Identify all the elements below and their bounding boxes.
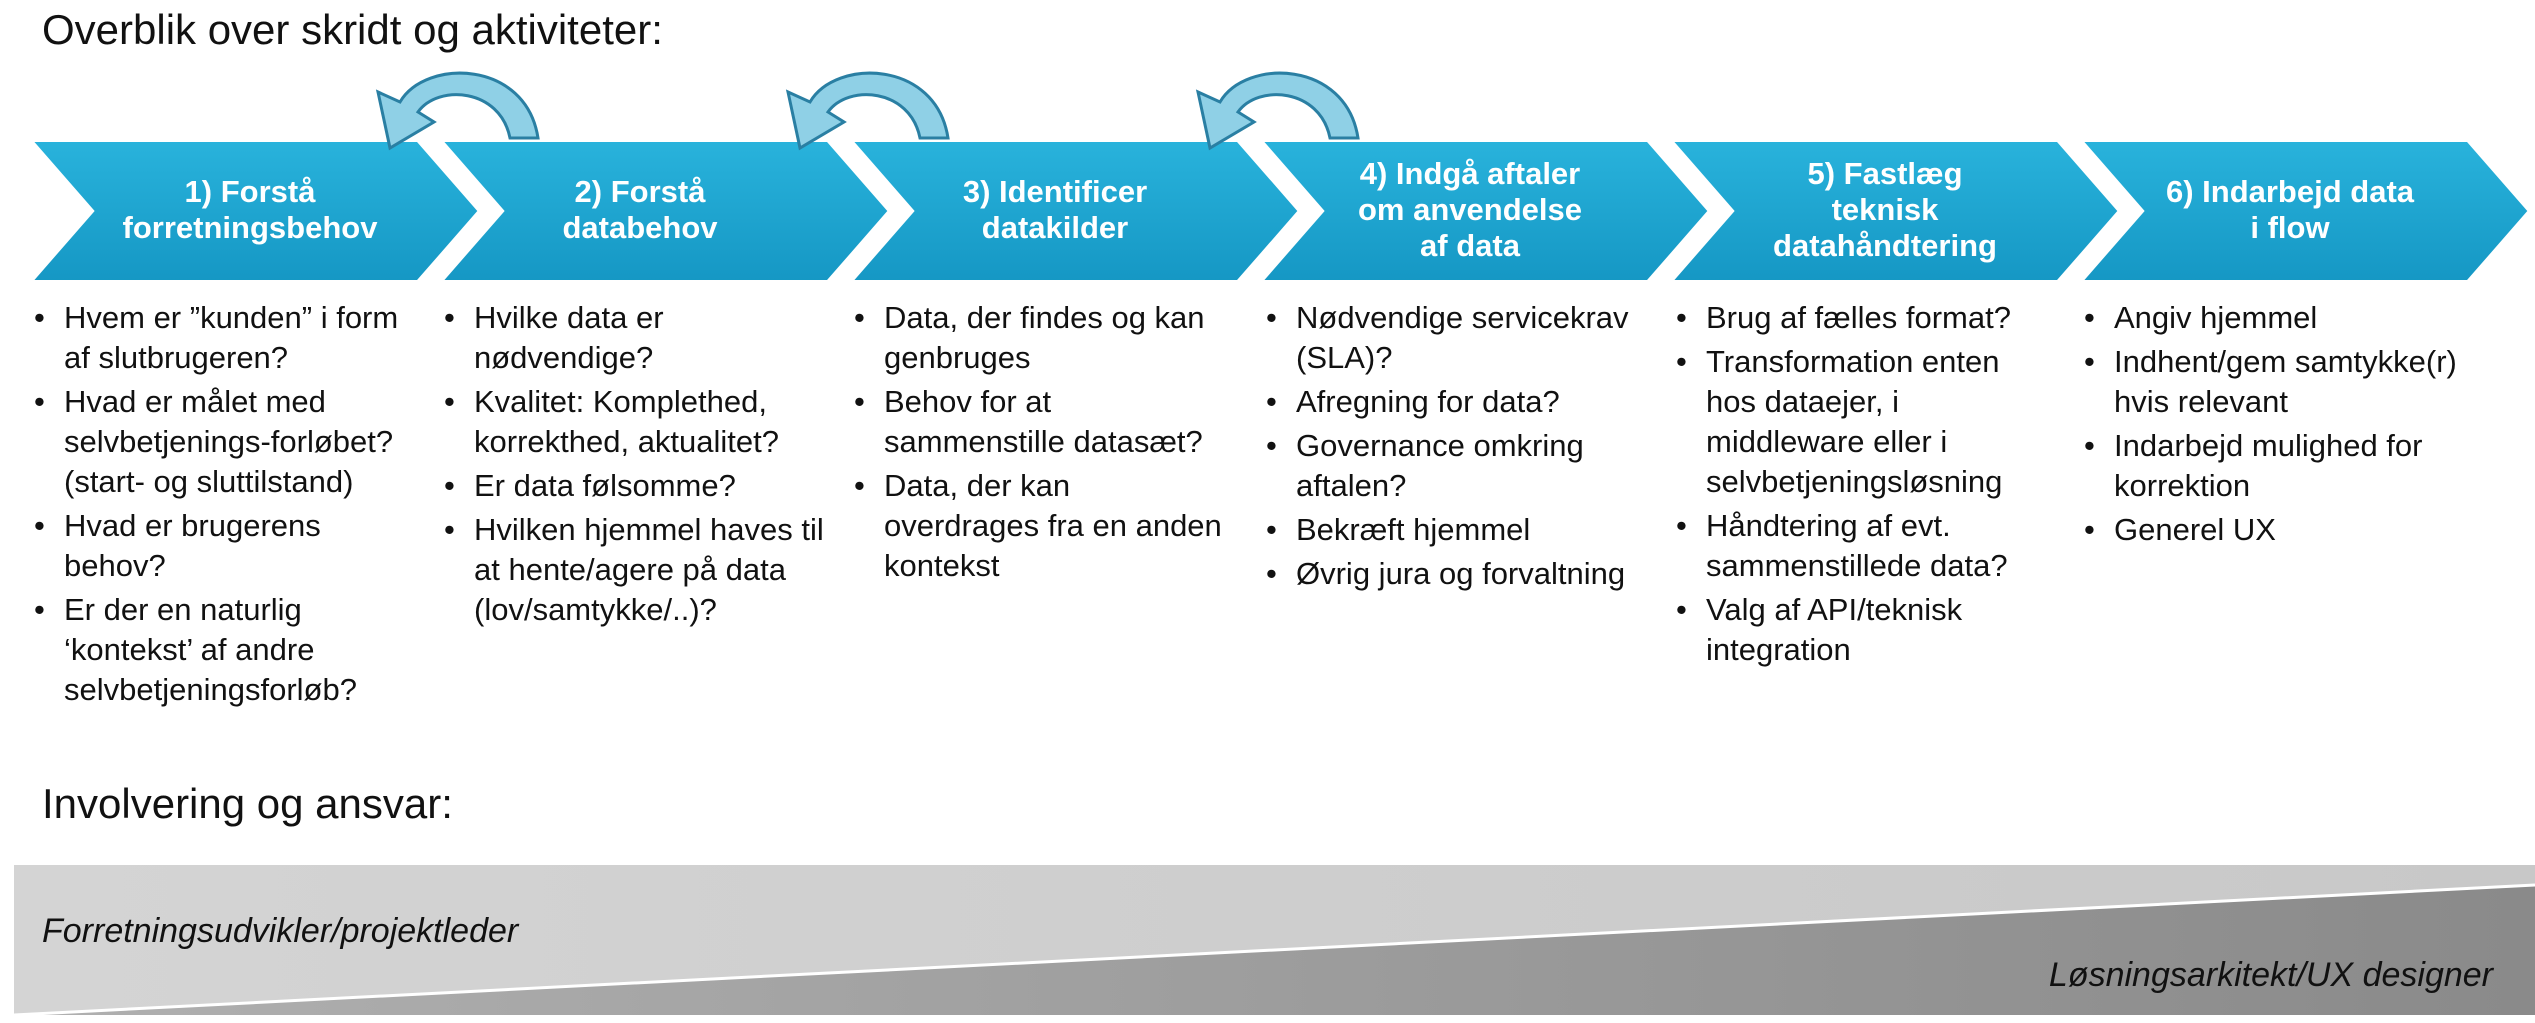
activity-item: Hvem er ”kunden” i form af slutbrugeren? <box>30 298 420 378</box>
step-chevron-1 <box>25 138 483 284</box>
role-business-developer: Forretningsudvikler/projektleder <box>42 912 519 950</box>
step-label-line: 5) Fastlæg <box>1807 156 1963 191</box>
step-label-line: 1) Forstå <box>184 174 316 209</box>
step-label-line: 4) Indgå aftaler <box>1359 156 1581 191</box>
activity-item: Brug af fælles format? <box>1672 298 2052 338</box>
step-label-line: af data <box>1420 228 1520 263</box>
activity-item: Hvad er brugerens behov? <box>30 506 420 586</box>
step-label-line: datakilder <box>981 210 1129 245</box>
role-solution-architect: Løsningsarkitekt/UX designer <box>2048 956 2493 994</box>
activity-item: Governance omkring aftalen? <box>1262 426 1642 506</box>
step-activity-list-4: Nødvendige servicekrav (SLA)?Afregning f… <box>1262 298 1642 598</box>
involvement-heading: Involvering og ansvar: <box>42 780 453 827</box>
activity-item: Valg af API/teknisk integration <box>1672 590 2052 670</box>
step-chevron-2 <box>435 138 893 284</box>
step-activity-list-1: Hvem er ”kunden” i form af slutbrugeren?… <box>30 298 420 714</box>
process-chevron-flow <box>25 71 2533 284</box>
activity-item: Hvilken hjemmel haves til at hente/agere… <box>440 510 830 630</box>
step-chevron-6 <box>2075 138 2533 284</box>
step-label-line: databehov <box>562 210 718 245</box>
step-label-line: datahåndtering <box>1773 228 1997 263</box>
activity-item: Transformation enten hos dataejer, i mid… <box>1672 342 2052 502</box>
activity-item: Er der en naturlig ‘kontekst’ af andre s… <box>30 590 420 710</box>
curved-arrow-back-icon <box>1195 71 1360 151</box>
responsibility-business-area <box>14 865 2535 1015</box>
activity-item: Nødvendige servicekrav (SLA)? <box>1262 298 1642 378</box>
curved-arrow-back-icon <box>375 71 540 151</box>
activity-item: Bekræft hjemmel <box>1262 510 1642 550</box>
step-activity-list-5: Brug af fælles format?Transformation ent… <box>1672 298 2052 674</box>
activity-item: Er data følsomme? <box>440 466 830 506</box>
responsibility-gradient-bar <box>13 865 2535 1017</box>
curved-arrow-back-icon <box>785 71 950 151</box>
activity-item: Hvilke data er nødvendige? <box>440 298 830 378</box>
activity-item: Hvad er målet med selvbetjenings-forløbe… <box>30 382 420 502</box>
activity-item: Afregning for data? <box>1262 382 1642 422</box>
activity-item: Indhent/gem samtykke(r) hvis relevant <box>2080 342 2480 422</box>
activity-item: Indarbejd mulighed for korrektion <box>2080 426 2480 506</box>
page-title: Overblik over skridt og aktiviteter: <box>42 6 663 53</box>
activity-item: Data, der findes og kan genbruges <box>850 298 1230 378</box>
activity-item: Data, der kan overdrages fra en anden ko… <box>850 466 1230 586</box>
step-chevron-4 <box>1255 138 1713 284</box>
step-activity-list-6: Angiv hjemmelIndhent/gem samtykke(r) hvi… <box>2080 298 2480 554</box>
step-label-line: 2) Forstå <box>574 174 706 209</box>
step-activity-list-2: Hvilke data er nødvendige?Kvalitet: Komp… <box>440 298 830 634</box>
step-label-line: teknisk <box>1831 192 1939 227</box>
step-label-line: i flow <box>2250 210 2330 245</box>
step-label-line: forretningsbehov <box>122 210 378 245</box>
activity-item: Øvrig jura og forvaltning <box>1262 554 1642 594</box>
activity-item: Håndtering af evt. sammenstillede data? <box>1672 506 2052 586</box>
activity-item: Angiv hjemmel <box>2080 298 2480 338</box>
activity-item: Generel UX <box>2080 510 2480 550</box>
step-label-line: 3) Identificer <box>962 174 1148 209</box>
step-chevron-5 <box>1665 138 2123 284</box>
step-label-line: om anvendelse <box>1358 192 1582 227</box>
step-activity-list-3: Data, der findes og kan genbrugesBehov f… <box>850 298 1230 590</box>
step-chevron-3 <box>845 138 1303 284</box>
activity-item: Behov for at sammenstille datasæt? <box>850 382 1230 462</box>
activity-item: Kvalitet: Komplethed, korrekthed, aktual… <box>440 382 830 462</box>
step-label-line: 6) Indarbejd data <box>2165 174 2415 209</box>
